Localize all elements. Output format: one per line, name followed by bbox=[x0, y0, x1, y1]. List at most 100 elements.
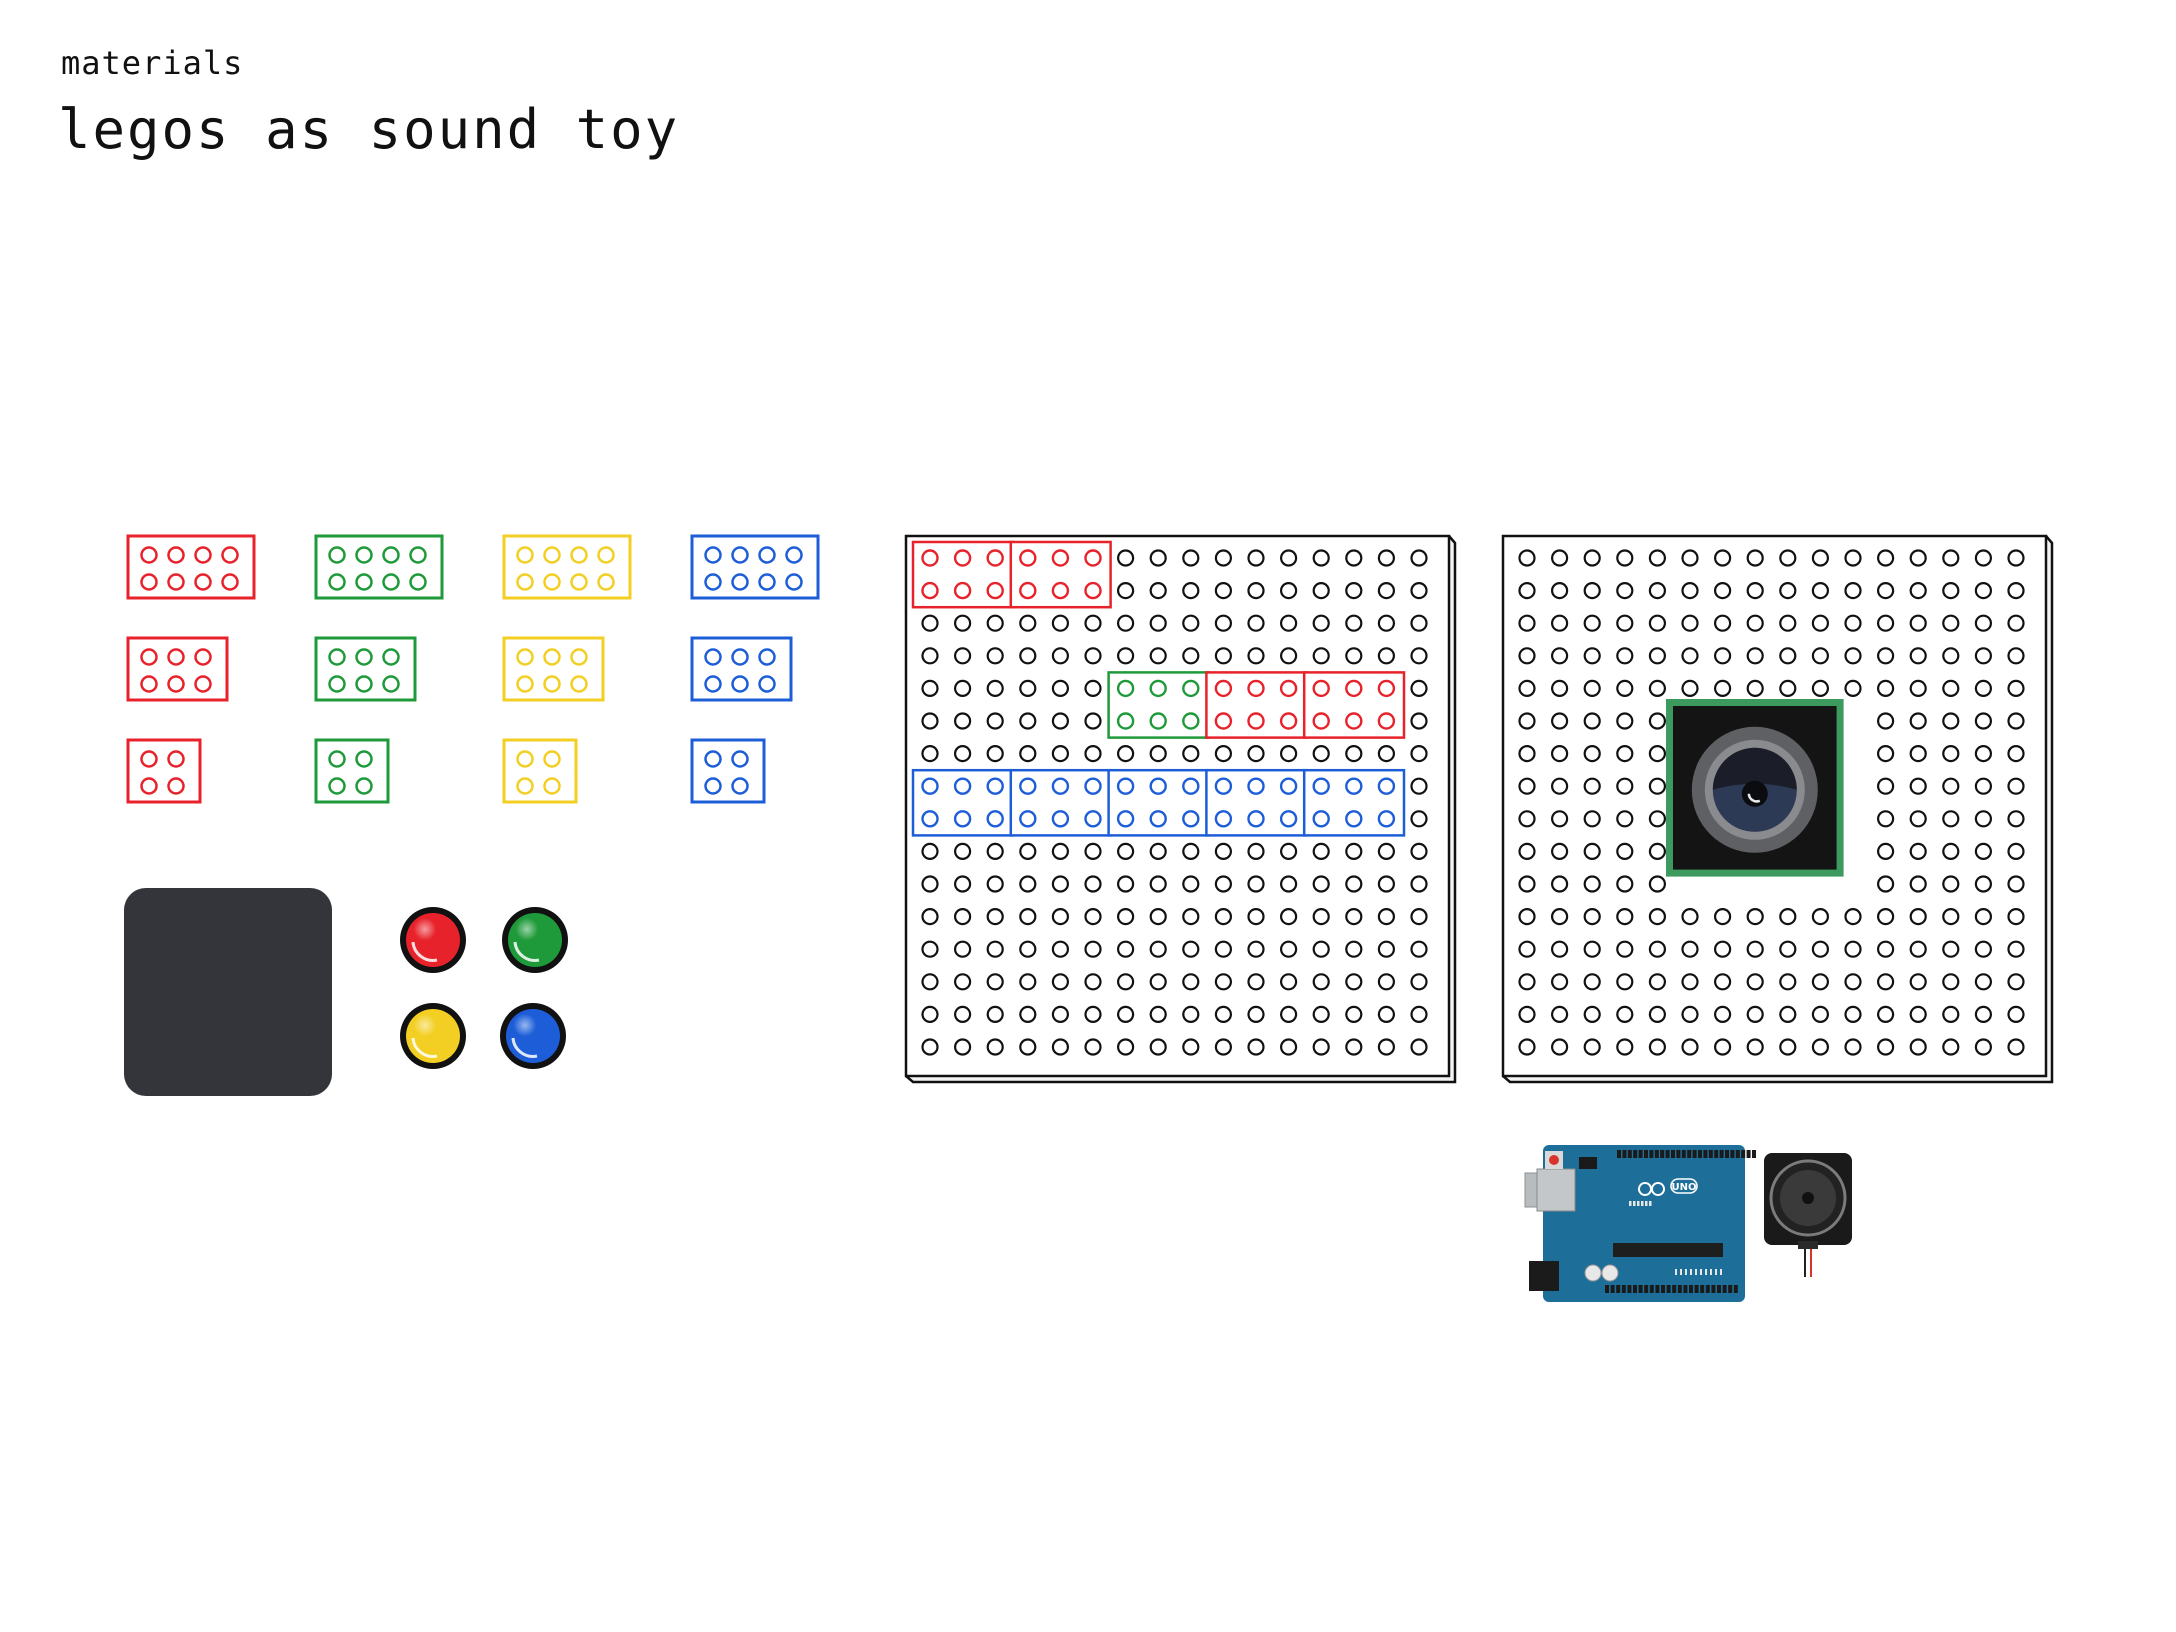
placed-brick-stud bbox=[1019, 810, 1037, 828]
header-pin bbox=[1752, 1150, 1756, 1158]
baseplate-stud bbox=[1377, 973, 1396, 991]
brick-yellow-2x2 bbox=[502, 738, 578, 804]
baseplate-stud bbox=[1876, 810, 1895, 828]
baseplate-stud bbox=[1518, 1038, 1536, 1056]
baseplate-stud bbox=[1149, 875, 1167, 893]
silkscreen-mark bbox=[1641, 1201, 1644, 1206]
brick-stud bbox=[570, 546, 588, 564]
baseplate-stud bbox=[1648, 679, 1667, 698]
baseplate-stud bbox=[1182, 907, 1200, 926]
baseplate-stud bbox=[1713, 907, 1732, 926]
placed-brick-blue bbox=[1205, 768, 1308, 837]
baseplate-stud bbox=[1247, 875, 1265, 893]
baseplate-stud bbox=[1974, 712, 1993, 730]
touch-pad bbox=[124, 888, 332, 1096]
brick-outline bbox=[690, 738, 766, 804]
baseplate-stud bbox=[986, 1005, 1004, 1024]
brick-stud bbox=[570, 573, 588, 591]
baseplate-stud bbox=[1312, 744, 1330, 763]
brick-outline bbox=[690, 636, 793, 702]
baseplate-stud bbox=[1345, 744, 1363, 763]
header-pin bbox=[1621, 1285, 1626, 1293]
baseplate-stud bbox=[1942, 777, 1960, 795]
baseplate-stud bbox=[1312, 614, 1330, 632]
header-pin bbox=[1700, 1285, 1705, 1293]
baseplate-stud bbox=[1746, 549, 1764, 567]
baseplate-stud bbox=[1550, 940, 1569, 958]
baseplate-stud bbox=[1550, 973, 1569, 991]
placed-brick-stud bbox=[1214, 810, 1233, 828]
button-red bbox=[400, 907, 466, 973]
header-pin bbox=[1672, 1285, 1677, 1293]
baseplate-stud bbox=[1345, 549, 1363, 567]
baseplate-stud bbox=[1942, 1038, 1960, 1056]
brick-stud bbox=[597, 546, 615, 564]
header-pin bbox=[1681, 1150, 1686, 1158]
placed-brick-stud bbox=[1019, 581, 1037, 600]
baseplate-stud bbox=[1876, 549, 1895, 567]
baseplate-stud bbox=[1182, 973, 1200, 991]
baseplate-stud bbox=[1149, 1038, 1167, 1056]
brick-blue-2x4 bbox=[690, 534, 820, 600]
brick-stud bbox=[704, 648, 722, 666]
baseplate-stud bbox=[1648, 973, 1667, 991]
baseplate-stud bbox=[1279, 940, 1298, 958]
baseplate-stud bbox=[1214, 549, 1233, 567]
brick-outline bbox=[126, 738, 202, 804]
baseplate-stud bbox=[1844, 1038, 1862, 1056]
brick-stud bbox=[516, 675, 534, 693]
baseplate-stud bbox=[1876, 647, 1895, 665]
baseplate-stud bbox=[1746, 614, 1764, 632]
baseplate-stud bbox=[2007, 907, 2025, 926]
placed-brick-stud bbox=[1051, 581, 1070, 600]
placed-brick-stud bbox=[1247, 712, 1265, 730]
baseplate-stud bbox=[1247, 614, 1265, 632]
baseplate-stud bbox=[1051, 679, 1070, 698]
button-shine bbox=[508, 913, 562, 967]
baseplate-stud bbox=[1518, 777, 1536, 795]
capacitor bbox=[1601, 1264, 1619, 1282]
placed-brick-stud bbox=[1149, 810, 1167, 828]
brick-stud bbox=[328, 546, 346, 564]
brick-stud bbox=[409, 573, 427, 591]
silkscreen-mark bbox=[1633, 1201, 1636, 1206]
baseplate-stud bbox=[1942, 614, 1960, 632]
baseplate-stud bbox=[1410, 614, 1428, 632]
brick-stud bbox=[167, 573, 185, 591]
baseplate-stud bbox=[1182, 1005, 1200, 1024]
baseplate-stud bbox=[1616, 973, 1634, 991]
placed-brick-stud bbox=[1149, 777, 1167, 795]
baseplate-stud bbox=[1616, 907, 1634, 926]
silkscreen-mark bbox=[1685, 1269, 1687, 1275]
baseplate-stud bbox=[1116, 973, 1135, 991]
baseplate-stud bbox=[986, 744, 1004, 763]
baseplate-stud bbox=[1247, 1005, 1265, 1024]
baseplate-stud bbox=[1518, 940, 1536, 958]
baseplate-stud bbox=[1550, 712, 1569, 730]
baseplate-stud bbox=[1084, 940, 1102, 958]
header-pin bbox=[1733, 1285, 1738, 1293]
baseplate-stud bbox=[1377, 549, 1396, 567]
baseplate-stud bbox=[1051, 875, 1070, 893]
baseplate-stud bbox=[1518, 1005, 1536, 1024]
baseplate-stud bbox=[1116, 614, 1135, 632]
placed-brick-stud bbox=[1051, 549, 1070, 567]
baseplate-stud bbox=[1084, 875, 1102, 893]
baseplate-stud bbox=[1182, 581, 1200, 600]
baseplate-stud bbox=[1713, 614, 1732, 632]
baseplate-stud bbox=[1648, 744, 1667, 763]
baseplate-stud bbox=[1844, 581, 1862, 600]
baseplate-stud bbox=[1811, 581, 1830, 600]
placed-brick-stud bbox=[1084, 777, 1102, 795]
baseplate-stud bbox=[1182, 1038, 1200, 1056]
brick-stud bbox=[382, 648, 400, 666]
baseplate-stud bbox=[1713, 647, 1732, 665]
button-green bbox=[502, 907, 568, 973]
baseplate-stud bbox=[1974, 842, 1993, 861]
placed-brick-blue bbox=[1107, 768, 1210, 837]
brick-stud bbox=[704, 777, 722, 795]
silkscreen-mark bbox=[1720, 1269, 1722, 1275]
brick-red-2x4 bbox=[126, 534, 256, 600]
placed-brick-stud bbox=[1345, 777, 1363, 795]
baseplate-stud bbox=[1583, 581, 1601, 600]
